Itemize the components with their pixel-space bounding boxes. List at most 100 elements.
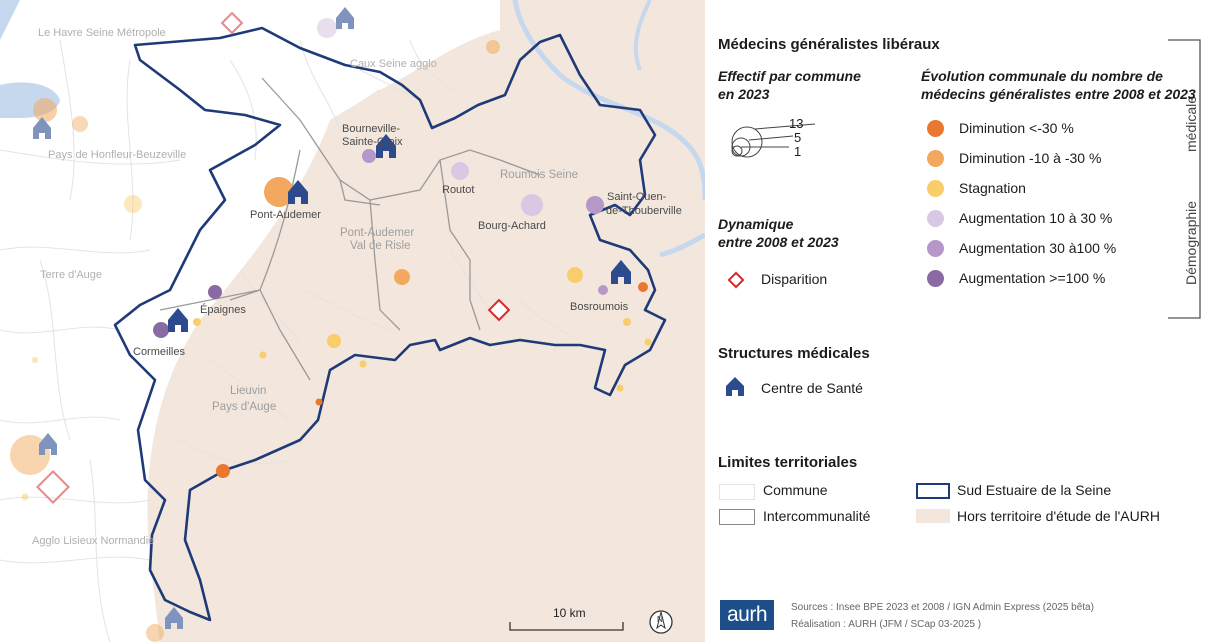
bubble-routot — [451, 162, 469, 180]
bubble — [638, 282, 648, 292]
effectif-title-2: en 2023 — [718, 86, 770, 102]
disparition-diamond — [220, 11, 244, 35]
disparition-diamond — [487, 298, 511, 322]
evolution-item-6: Augmentation >=100 % — [959, 270, 1106, 286]
hors-territoire-label: Hors territoire d'étude de l'AURH — [957, 508, 1160, 524]
centre-sante-icon — [611, 260, 631, 284]
label-cormeilles: Cormeilles — [133, 346, 185, 358]
size-value-13: 13 — [789, 116, 804, 131]
label-pavr-2: Val de Risle — [350, 240, 411, 252]
bubble — [193, 318, 201, 326]
disparition-legend-icon — [727, 271, 745, 289]
bubble — [21, 493, 29, 501]
bubble-saint-ouen — [586, 196, 604, 214]
label-epaignes: Épaignes — [200, 303, 246, 316]
disparition-markers — [36, 11, 511, 504]
sud-estuaire-boundary — [113, 26, 667, 622]
aurh-logo: aurh — [720, 600, 774, 630]
evolution-title-1: Évolution communale du nombre de — [921, 68, 1163, 84]
label-saint-ouen-2: de-Thouberville — [606, 205, 682, 217]
bubble — [394, 269, 410, 285]
evolution-item-2: Diminution -10 à -30 % — [959, 150, 1102, 166]
label-bosroumois: Bosroumois — [570, 301, 629, 313]
commune-lines — [0, 39, 581, 642]
dot-aug-30-100 — [927, 240, 944, 257]
map-panel: Le Havre Seine Métropole Caux Seine aggl… — [0, 0, 705, 642]
centre-sante-icon — [39, 433, 57, 455]
map-labels: Le Havre Seine Métropole Caux Seine aggl… — [32, 27, 682, 547]
label-roumois: Roumois Seine — [500, 169, 578, 181]
bubble — [616, 384, 624, 392]
centre-sante-icon — [33, 117, 51, 139]
label-pont-audemer: Pont-Audemer — [250, 209, 321, 221]
dot-stagnation — [927, 180, 944, 197]
river-se — [659, 232, 705, 258]
structures-title: Structures médicales — [718, 345, 870, 362]
disparition-label: Disparition — [761, 271, 828, 287]
seine-river — [512, 0, 705, 201]
evolution-title-2: médecins généralistes entre 2008 et 2023 — [921, 86, 1196, 102]
interco-swatch — [719, 509, 755, 525]
commune-label: Commune — [763, 482, 828, 498]
centre-sante-icon — [165, 607, 183, 629]
bubble — [124, 195, 142, 213]
dot-aug-10-30 — [927, 210, 944, 227]
sources-text: Sources : Insee BPE 2023 et 2008 / IGN A… — [791, 602, 1094, 613]
bubble — [644, 338, 652, 346]
label-bourneville-1: Bourneville- — [342, 123, 400, 135]
dot-dim-10-30 — [927, 150, 944, 167]
hors-territoire-swatch — [916, 509, 950, 523]
label-lieuvin-2: Pays d'Auge — [212, 401, 276, 413]
evolution-item-4: Augmentation 10 à 30 % — [959, 210, 1113, 226]
scale-label: 10 km — [553, 606, 586, 620]
label-bourg-achard: Bourg-Achard — [478, 220, 546, 232]
dot-aug-100 — [927, 270, 944, 287]
label-le-havre: Le Havre Seine Métropole — [38, 27, 166, 39]
sud-estuaire-swatch — [916, 483, 950, 499]
size-value-1: 1 — [794, 144, 802, 159]
bubble-bourneville — [362, 149, 376, 163]
bubble-honfleur — [33, 98, 57, 122]
bubble — [317, 18, 337, 38]
bubble-pont-audemer — [264, 177, 294, 207]
realisation-text: Réalisation : AURH (JFM / SCap 03-2025 ) — [791, 619, 982, 630]
bubble — [623, 318, 631, 326]
map-svg: Le Havre Seine Métropole Caux Seine aggl… — [0, 0, 705, 642]
side-label-medicale: médicale — [1183, 95, 1199, 152]
river-east — [633, 0, 652, 71]
legend-panel: Médecins généralistes libéraux Démograph… — [705, 0, 1218, 642]
label-caux: Caux Seine agglo — [350, 58, 437, 70]
bubble — [216, 464, 230, 478]
side-label-demographie: Démographie — [1183, 200, 1199, 285]
label-saint-ouen-1: Saint-Ouen- — [607, 191, 667, 203]
centre-sante-legend-icon — [726, 377, 744, 396]
bubble-epaignes — [208, 285, 222, 299]
bubble — [315, 398, 323, 406]
dot-dim-30 — [927, 120, 944, 137]
label-bourneville-2: Sainte-Croix — [342, 136, 403, 148]
label-terre-auge: Terre d'Auge — [40, 269, 102, 281]
evolution-item-1: Diminution <-30 % — [959, 120, 1074, 136]
north-label: N — [657, 615, 663, 624]
bubble — [72, 116, 88, 132]
centre-sante-icon — [376, 134, 396, 158]
centre-sante-icon — [288, 180, 308, 204]
interco-label: Intercommunalité — [763, 508, 871, 524]
bubble — [327, 334, 341, 348]
dynamique-title-2: entre 2008 et 2023 — [718, 234, 839, 250]
bubble — [598, 285, 608, 295]
centre-sante-icon — [168, 308, 188, 332]
land-north — [0, 0, 500, 90]
bubble-bourg-achard — [521, 194, 543, 216]
centre-sante-label: Centre de Santé — [761, 380, 863, 396]
scale-bar: 10 km — [509, 606, 624, 631]
estuary-water — [0, 0, 20, 40]
label-lieuvin-1: Lieuvin — [230, 385, 266, 397]
effectif-title-1: Effectif par commune — [718, 68, 861, 84]
bubble — [146, 624, 164, 642]
limites-title: Limites territoriales — [718, 454, 858, 471]
bubble — [32, 357, 38, 363]
sud-estuaire-label: Sud Estuaire de la Seine — [957, 482, 1112, 498]
dynamique-title-1: Dynamique — [718, 216, 794, 232]
evolution-item-3: Stagnation — [959, 180, 1026, 196]
